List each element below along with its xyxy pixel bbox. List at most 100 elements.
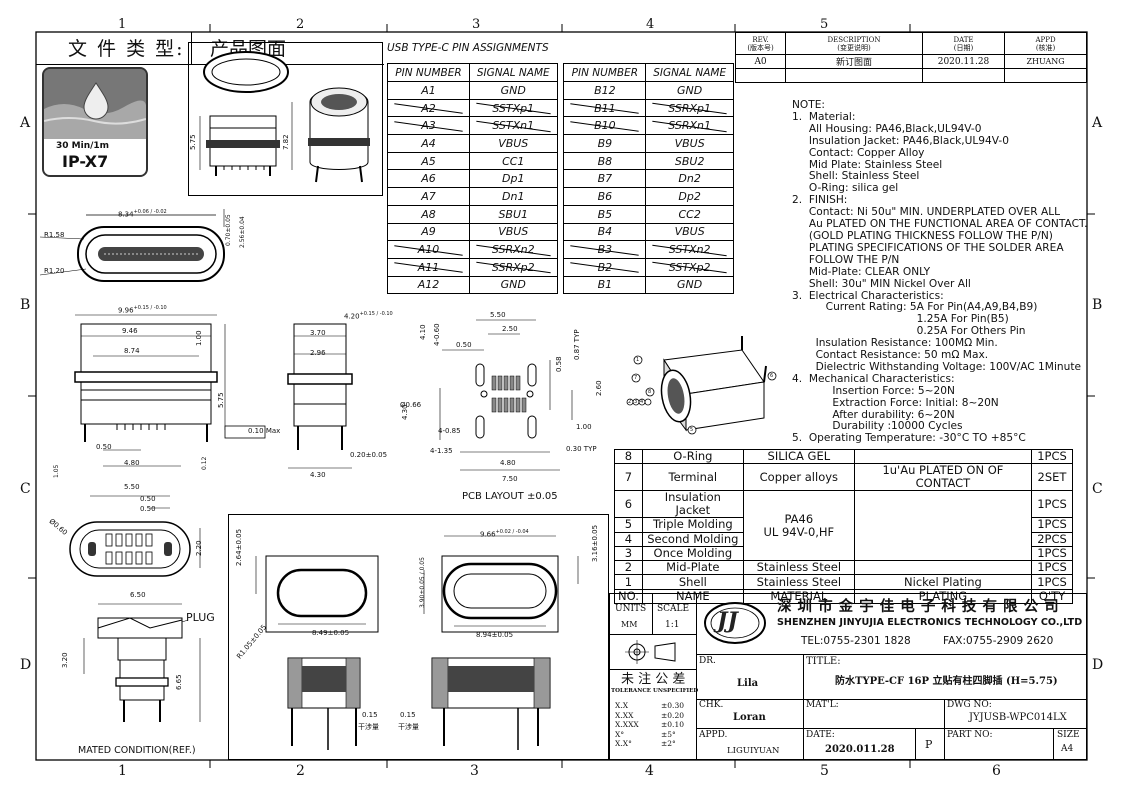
pin-table-title: USB TYPE-C PIN ASSIGNMENTS <box>387 42 549 54</box>
bom-qty: 1PCS <box>1031 574 1073 590</box>
bom-qty: 1PCS <box>1031 545 1073 562</box>
note-line: PLATING SPECIFICATIONS OF THE SOLDER ARE… <box>792 241 1064 254</box>
grid-col-4: 4 <box>646 17 655 32</box>
front-dim-874: 8.74 <box>124 347 140 355</box>
grid-col-3: 3 <box>472 17 481 32</box>
pin-number-b: B4 <box>563 222 647 242</box>
bom-name: Triple Molding <box>641 517 744 533</box>
pin-col-header-a: PIN NUMBER <box>387 63 470 82</box>
bom-header-cell: NO. <box>614 588 643 605</box>
grid-col-5: 5 <box>820 17 829 32</box>
pin-table-header-row: PIN NUMBER SIGNAL NAME PIN NUMBER SIGNAL… <box>387 63 734 82</box>
projection-symbol-icon <box>625 640 676 664</box>
signal-name-b: SSTXn2 <box>645 240 734 259</box>
grid-col-3-bottom: 3 <box>470 763 479 779</box>
note-line: NOTE: <box>792 99 825 111</box>
pin-number-a: A5 <box>387 151 470 171</box>
note-line: Extraction Force: Initial: 8~20N <box>792 396 999 409</box>
pcb-dim-480: 4.80 <box>500 459 516 467</box>
bom-material-line1: PA46 <box>784 511 814 526</box>
bottom-dim-220: 2.20 <box>195 540 203 556</box>
note-line: Mid-Plate: CLEAR ONLY <box>792 265 931 278</box>
grid-col-2-bottom: 2 <box>296 763 305 779</box>
company-tel: TEL:0755-2301 1828 <box>801 635 911 647</box>
signal-name-b: Dn2 <box>645 169 734 189</box>
units-value: MM <box>621 620 638 629</box>
pcb-dim-030typ: 0.30 TYP <box>566 445 597 453</box>
rev-value: A0 <box>734 54 787 69</box>
pin-assignment-table: PIN NUMBER SIGNAL NAME PIN NUMBER SIGNAL… <box>387 63 734 295</box>
bom-header-cell: MATERIAL <box>742 588 855 605</box>
bom-material: Stainless Steel <box>742 560 855 576</box>
pcb-dim-750: 7.50 <box>502 475 518 483</box>
units-label: UNITS <box>615 604 647 614</box>
checked-label: CHK. <box>699 700 724 710</box>
scale-label: SCALE <box>657 604 690 614</box>
note-line: All Housing: PA46,Black,UL94V-0 <box>792 122 982 135</box>
pcb-dim-4085: 4-0.85 <box>438 427 461 435</box>
plug-label: PLUG <box>186 611 215 624</box>
signal-name-b: GND <box>645 275 734 295</box>
tolerance-key: X° <box>615 729 625 739</box>
bom-qty: 1PCS <box>1031 517 1073 533</box>
top-dim-070: 0.70±0.05 <box>225 214 232 246</box>
side-dim-370: 3.70 <box>310 329 326 337</box>
checked-value: Loran <box>733 712 766 723</box>
signal-name-a: SBU1 <box>468 204 558 224</box>
bom-no: 2 <box>614 560 643 576</box>
scale-value: 1:1 <box>665 620 680 630</box>
top-dim-834: 8.34+0.06 / -0.02 <box>118 209 167 219</box>
pin-number-b: B8 <box>563 151 647 171</box>
pcb-dim-4135: 4-1.35 <box>430 447 453 455</box>
pin-number-b: B3 <box>563 240 647 259</box>
logo-text: JJ <box>717 608 738 634</box>
notes-block: NOTE:1. Material: All Housing: PA46,Blac… <box>792 99 1088 445</box>
balloon-8: 8 <box>648 389 652 395</box>
pin-number-a: A2 <box>387 98 470 118</box>
front-dim-996: 9.96+0.15 / -0.10 <box>118 305 167 315</box>
pcb-dim-550: 5.50 <box>490 311 506 319</box>
note-line: 2. FINISH: <box>792 194 848 207</box>
top-view-drawing <box>40 209 225 282</box>
note-line: FOLLOW THE P/N <box>792 253 900 266</box>
date-header: DATE(日期) <box>921 32 1006 55</box>
bom-no: 3 <box>614 545 643 562</box>
plug-dim-650: 6.50 <box>130 591 146 599</box>
note-line: 4. Mechanical Characteristics: <box>792 372 955 385</box>
bom-header-cell: Q'TY <box>1031 588 1073 605</box>
side-dim-296: 2.96 <box>310 349 326 357</box>
signal-name-b: SSRXp1 <box>645 98 734 118</box>
size-value: A4 <box>1061 744 1074 754</box>
appd-header: APPD(核准) <box>1004 32 1087 55</box>
interference-label-2: 干涉量 <box>398 723 419 731</box>
description-header: DESCRIPTION(变更说明) <box>785 32 923 55</box>
front-dim-480: 4.80 <box>124 459 140 467</box>
note-line: O-Ring: silica gel <box>792 182 899 195</box>
top-dim-r120: R1.20 <box>44 267 65 275</box>
side-dim-430: 4.30 <box>310 471 326 479</box>
pcb-dim-100: 1.00 <box>576 423 592 431</box>
panel-cutout-drawing <box>255 535 579 750</box>
balloon-5: 5 <box>690 427 694 433</box>
bom-material: Copper alloys <box>742 463 855 492</box>
bom-qty: 1PCS <box>1031 448 1073 465</box>
balloon-7: 7 <box>634 375 638 381</box>
signal-name-a: CC1 <box>468 151 558 171</box>
water-drop-icon <box>44 69 146 141</box>
bom-no: 6 <box>614 490 643 519</box>
appd-value: ZHUANG <box>1004 54 1087 69</box>
bom-name: Shell <box>641 574 744 590</box>
balloon-2: 2 <box>628 399 632 405</box>
